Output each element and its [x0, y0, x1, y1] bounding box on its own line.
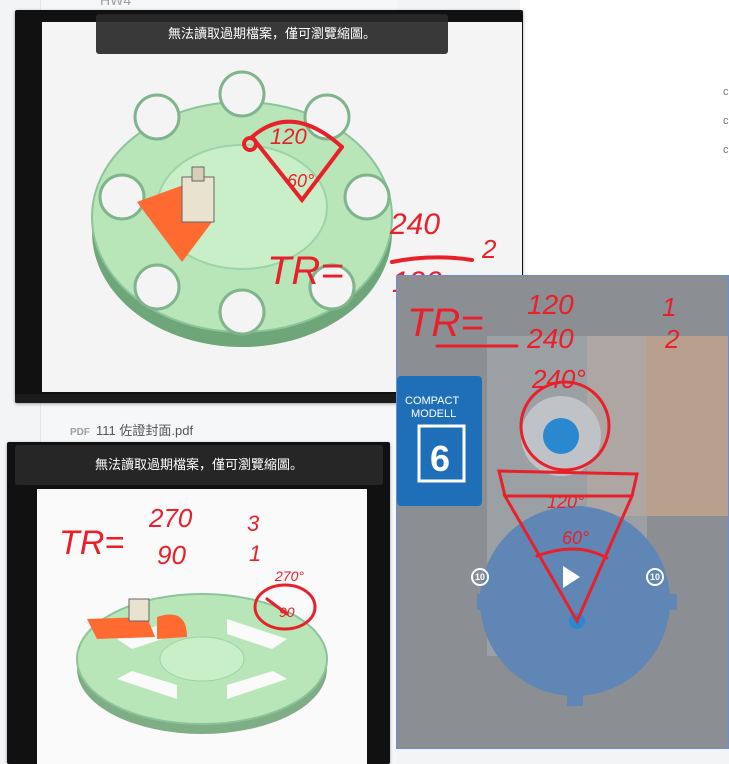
video-player[interactable]: TR= 120 240 1 2 240° 120° 60° COMPACT MO… — [396, 275, 729, 749]
annotation-angle-240: 240° — [531, 364, 586, 394]
annotation-fraction-num: 240 — [389, 208, 440, 241]
annotation-fraction-den-3: 240 — [526, 323, 574, 354]
annotation-ratio-num-3: 1 — [662, 292, 676, 322]
gear-sketch-image-2: TR= 270 90 3 1 270° 90 — [37, 489, 367, 764]
rewind-10-button[interactable]: 10 — [471, 568, 489, 586]
annotation-tr-label: TR= — [267, 249, 344, 293]
annotation-angle-60b: 60° — [562, 528, 589, 548]
pdf-file-icon: PDF — [70, 427, 90, 438]
expired-file-notice-2: 無法讀取過期檔案，僅可瀏覽縮圖。 — [15, 445, 383, 485]
annotation-tr-label-2: TR= — [59, 524, 124, 562]
gear-sketch-image-1: 120 60° TR= 240 120 2 1 — [42, 22, 522, 392]
annotation-ratio-den-2: 1 — [249, 541, 261, 566]
right-pane — [520, 0, 729, 275]
annotation-angle-60: 60° — [287, 171, 314, 191]
pdf-attachment[interactable]: PDF 111 佐證封面.pdf — [70, 420, 193, 439]
image-thumbnail-2[interactable]: TR= 270 90 3 1 270° 90 無法讀取過期檔案，僅可瀏覽縮圖。 — [7, 442, 390, 764]
box-label-line2: MODELL — [411, 408, 456, 420]
annotation-ratio-num-2: 3 — [247, 511, 260, 536]
annotation-angle-90: 90 — [279, 604, 295, 620]
box-label-line1: COMPACT — [405, 395, 459, 407]
box-number: 6 — [430, 438, 450, 479]
annotation-fraction-num-3: 120 — [527, 289, 574, 320]
annotation-angle-270: 270° — [274, 568, 304, 584]
annotation-angle-120: 120 — [270, 124, 307, 149]
play-icon[interactable] — [556, 563, 584, 591]
expired-file-notice: 無法讀取過期檔案，僅可瀏覽縮圖。 — [96, 14, 448, 54]
forward-10-button[interactable]: 10 — [646, 568, 664, 586]
annotation-ratio-den-3: 2 — [664, 324, 680, 354]
annotation-ratio-num: 2 — [481, 234, 497, 264]
annotation-tr-label-3: TR= — [407, 301, 484, 345]
annotation-angle-120b: 120° — [547, 492, 584, 512]
file-name-hw4[interactable]: HW4 — [100, 0, 132, 8]
thumbnail-footer-bar — [15, 394, 523, 403]
annotation-fraction-num-2: 270 — [148, 503, 193, 533]
pdf-file-name[interactable]: 111 佐證封面.pdf — [96, 423, 194, 438]
annotation-fraction-den-2: 90 — [157, 540, 186, 570]
